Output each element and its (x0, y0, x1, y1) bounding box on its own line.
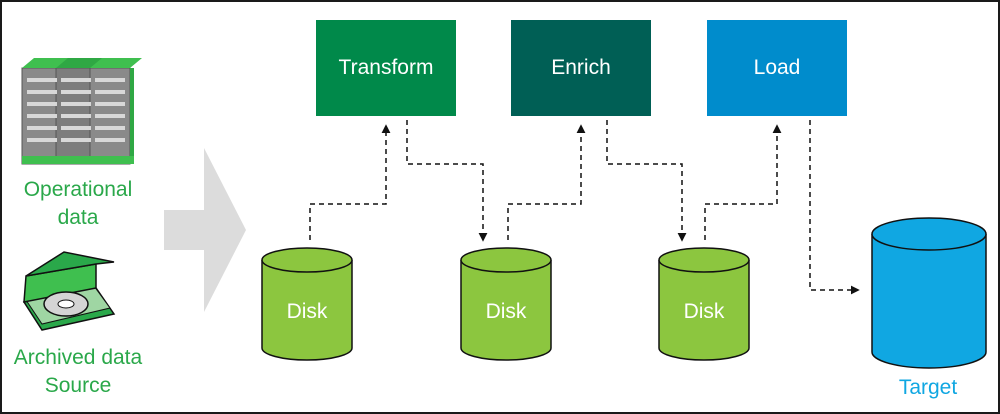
disk-3-label: Disk (684, 300, 725, 323)
connector-disk3-load (704, 124, 782, 240)
archived-label-line2: Source (45, 374, 112, 397)
transform-label: Transform (339, 56, 434, 79)
disk-1-label: Disk (287, 300, 328, 323)
connector-transform-disk2 (406, 120, 488, 242)
operational-label-line1: Operational (24, 178, 133, 201)
disc-case-icon (22, 251, 116, 331)
connector-enrich-disk3 (606, 120, 687, 242)
target-cylinder (871, 217, 987, 369)
server-rack-icon (21, 58, 142, 165)
load-label: Load (754, 56, 801, 79)
transform-box (316, 20, 456, 116)
disk-2 (460, 247, 552, 361)
connectors (309, 120, 860, 295)
connector-load-target (809, 120, 860, 295)
operational-label-line2: data (58, 206, 99, 229)
connector-disk2-enrich (507, 124, 586, 240)
enrich-label: Enrich (551, 56, 611, 79)
disk-2-label: Disk (486, 300, 527, 323)
target-label: Target (899, 376, 958, 399)
flow-arrow (164, 148, 246, 312)
enrich-box (511, 20, 651, 116)
disk-1 (261, 247, 353, 361)
load-box (707, 20, 847, 116)
archived-label-line1: Archived data (14, 346, 143, 369)
connector-disk1-transform (309, 124, 391, 240)
disk-3 (658, 247, 750, 361)
